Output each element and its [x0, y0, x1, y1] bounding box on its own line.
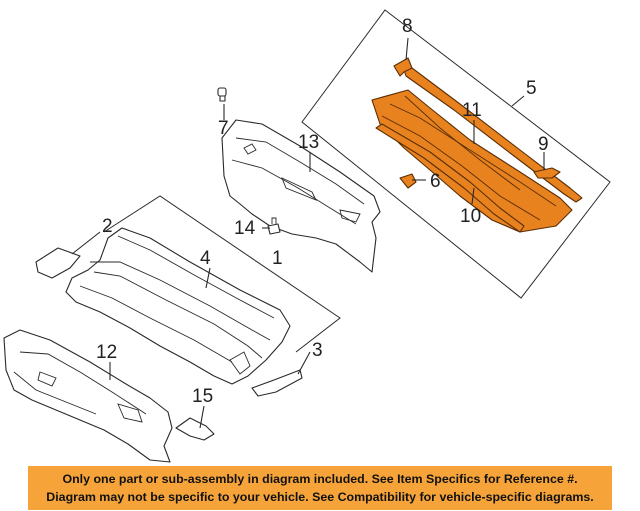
callout-7: 7: [218, 118, 229, 139]
callout-2: 2: [102, 216, 113, 237]
cowl-assembly-1: [65, 227, 291, 385]
callout-3: 3: [312, 340, 323, 361]
callout-12: 12: [96, 342, 117, 363]
bracket-3: [251, 369, 303, 397]
bracket-1: [103, 195, 341, 353]
callout-14: 14: [234, 218, 256, 239]
assembly-5-box: [301, 9, 611, 299]
callout-11: 11: [462, 100, 482, 121]
insulator-13: [221, 119, 381, 273]
fastener-7: [217, 87, 227, 102]
callout-8: 8: [402, 16, 413, 37]
bracket-2: [35, 247, 81, 279]
disclaimer-line-2: Diagram may not be specific to your vehi…: [46, 490, 594, 504]
callout-5: 5: [526, 78, 537, 99]
clip-6: [399, 173, 417, 189]
callout-10: 10: [460, 206, 481, 227]
callout-9: 9: [538, 134, 549, 155]
callout-15: 15: [192, 386, 213, 407]
leader-lines: [71, 37, 545, 429]
stud-14: [267, 217, 281, 235]
bracket-15: [175, 417, 215, 441]
disclaimer-line-1: Only one part or sub-assembly in diagram…: [62, 472, 578, 486]
cowl-panel-highlighted: [371, 67, 583, 233]
callout-6: 6: [430, 171, 441, 192]
insulator-12: [3, 329, 173, 463]
disclaimer-banner: Only one part or sub-assembly in diagram…: [28, 466, 612, 510]
bracket-9: [533, 167, 561, 179]
callout-1: 1: [272, 248, 283, 269]
callout-4: 4: [200, 248, 211, 269]
callout-13: 13: [298, 132, 319, 153]
